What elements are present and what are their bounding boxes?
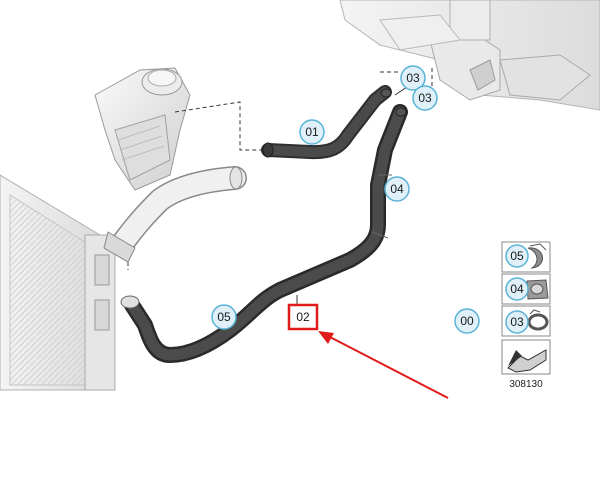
- expansion-tank: [94, 67, 191, 191]
- callout-03-upper[interactable]: 03: [400, 65, 426, 91]
- svg-text:04: 04: [390, 182, 404, 196]
- callout-01[interactable]: 01: [299, 119, 325, 145]
- legend-arrow-symbol: [501, 339, 551, 375]
- svg-text:03: 03: [510, 315, 524, 329]
- legend-item-04[interactable]: 04: [501, 273, 551, 305]
- callout-04[interactable]: 04: [384, 176, 410, 202]
- svg-text:04: 04: [510, 282, 524, 296]
- callout-00[interactable]: 00: [454, 308, 480, 334]
- svg-text:01: 01: [305, 125, 319, 139]
- callout-02-highlighted[interactable]: 02: [287, 303, 319, 331]
- svg-text:03: 03: [406, 71, 420, 85]
- hose-01: [261, 85, 392, 160]
- hose-fittings-top: [380, 88, 407, 117]
- legend-item-03[interactable]: 03: [501, 305, 551, 337]
- engine-component-top-right: [339, 0, 600, 111]
- upper-radiator-hose: [103, 166, 247, 263]
- legend-panel: 05 04 03 308130: [501, 241, 551, 390]
- callout-05[interactable]: 05: [211, 304, 237, 330]
- radiator: [0, 174, 116, 391]
- svg-text:03: 03: [418, 91, 432, 105]
- callout-03-lower[interactable]: 03: [412, 85, 438, 111]
- legend-item-05[interactable]: 05: [501, 241, 551, 273]
- highlight-arrow: [318, 331, 449, 399]
- reference-number: 308130: [509, 379, 543, 390]
- hose-04-05: [120, 104, 408, 363]
- svg-text:02: 02: [296, 310, 310, 324]
- svg-text:05: 05: [217, 310, 231, 324]
- svg-text:00: 00: [460, 314, 474, 328]
- svg-text:05: 05: [510, 249, 524, 263]
